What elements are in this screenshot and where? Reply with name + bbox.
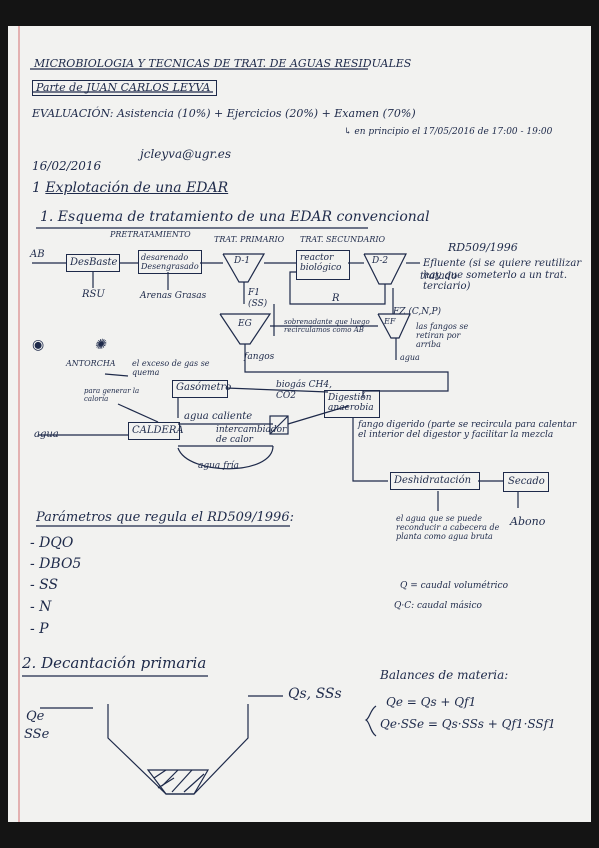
d2-label: D-2 xyxy=(372,256,389,266)
arenas-label: Arenas Grasas xyxy=(140,291,207,301)
q-note: Q = caudal volumétrico xyxy=(400,581,509,591)
section-1-number: 1 xyxy=(32,180,41,196)
generar-calor-label: para generar la caloría xyxy=(84,387,140,403)
label-trat-secundario: TRAT. SECUNDARIO xyxy=(300,235,386,244)
agua-in-label: agua xyxy=(34,429,59,440)
section-2-title: 2. Decantación primaria xyxy=(22,654,207,672)
rsu-label: RSU xyxy=(82,289,105,300)
exam-date-note: ↳ en principio el 17/05/2016 de 17:00 - … xyxy=(344,127,553,137)
qs-label: Qs, SSs xyxy=(288,686,342,702)
caldera-box xyxy=(128,422,180,440)
secado-label: Secado xyxy=(508,476,545,487)
teacher-email: jcleyva@ugr.es xyxy=(140,147,231,161)
desarenado-label: desarenado Desengrasado xyxy=(141,253,199,271)
param-2: - SS xyxy=(30,577,59,593)
label-trat-primario: TRAT. PRIMARIO xyxy=(214,235,285,244)
param-3: - N xyxy=(30,599,52,615)
caldera-label: CALDERA xyxy=(132,425,184,436)
balance-title: Balances de materia: xyxy=(380,668,509,682)
agua-small-label: agua xyxy=(400,353,420,362)
section-1-subtitle: 1. Esquema de tratamiento de una EDAR co… xyxy=(40,209,430,225)
balance-eq2: Qe·SSe = Qs·SSs + Qf1·SSf1 xyxy=(380,717,556,731)
params-title: Parámetros que regula el RD509/1996: xyxy=(36,510,294,525)
biogas-label: biogás CH4, CO2 xyxy=(276,380,332,401)
deshidratacion-box xyxy=(390,472,480,490)
diagram-lines xyxy=(22,68,519,795)
desarenado-box xyxy=(138,250,202,274)
antenna-icon: ◉ xyxy=(32,337,45,353)
course-title: MICROBIOLOGIA Y TECNICAS DE TRAT. DE AGU… xyxy=(34,57,412,70)
intercambiador-label: intercambiador de calor xyxy=(216,425,287,445)
qe-label: Qe xyxy=(26,709,45,724)
lecture-date: 16/02/2016 xyxy=(32,159,102,173)
teacher-box xyxy=(32,80,217,96)
label-rd: RD509/1996 xyxy=(448,241,518,254)
reactor-label: reactor biológico xyxy=(300,253,342,273)
sobrenadante-label: sobrenadante que luego recirculamos como… xyxy=(284,318,370,335)
sse-label: SSe xyxy=(24,727,50,742)
f1-label: F1 (SS) xyxy=(248,288,268,309)
d1-label: D-1 xyxy=(234,256,251,266)
evaluation-line: EVALUACIÓN: Asistencia (10%) + Ejercicio… xyxy=(32,107,416,120)
margin-line xyxy=(18,26,20,822)
param-1: - DBO5 xyxy=(30,556,82,572)
notebook-page: MICROBIOLOGIA Y TECNICAS DE TRAT. DE AGU… xyxy=(8,26,591,822)
section-1-heading: 1 Explotación de una EDAR xyxy=(32,181,228,195)
efluente-tratado-label: tratado xyxy=(420,271,458,282)
fangos-retiran-label: las fangos se retiran por arriba xyxy=(416,322,469,350)
reactor-box xyxy=(296,250,350,280)
param-0: - DQO xyxy=(30,535,74,551)
exceso-gas-label: el exceso de gas se quema xyxy=(132,359,210,377)
gasometro-box xyxy=(172,380,228,398)
section-1-title: Explotación de una EDAR xyxy=(45,180,229,196)
deshidratacion-label: Deshidratación xyxy=(394,475,472,486)
label-pretratamiento: PRETRATAMIENTO xyxy=(110,230,191,239)
eg-label: EG xyxy=(238,319,252,329)
gasometro-label: Gasómetro xyxy=(176,382,232,393)
fango-digerido-label: fango digerido (parte se recircula para … xyxy=(358,420,577,441)
label-ab: AB xyxy=(30,249,45,260)
desbaste-label: DesBaste xyxy=(70,257,118,268)
agua-caliente-label: agua caliente xyxy=(184,411,253,422)
abono-label: Abono xyxy=(510,515,546,528)
f2-label: FZ (C,N,P) xyxy=(393,307,442,317)
flame-icon: ✺ xyxy=(94,337,106,353)
fangos-label: fangos xyxy=(244,352,275,362)
recirculation-r-label: R xyxy=(332,293,340,304)
efluente-label: Efluente (si se quiere reutilizar hay qu… xyxy=(423,258,582,292)
qc-note: Q·C: caudal másico xyxy=(394,601,482,611)
digestion-box xyxy=(324,390,380,418)
secado-box xyxy=(503,472,549,492)
agua-fria-label: agua fría xyxy=(198,461,240,471)
digestion-label: Digestión anaerobia xyxy=(328,393,374,414)
param-4: - P xyxy=(30,621,49,637)
teacher-line: Parte de JUAN CARLOS LEYVA xyxy=(36,81,211,94)
balance-eq1: Qe = Qs + Qf1 xyxy=(386,695,477,709)
antorcha-label: ANTORCHA xyxy=(66,359,116,368)
ef-label: EF xyxy=(384,317,396,326)
desbaste-box xyxy=(66,254,120,272)
agua-retorno-label: el agua que se puede reconducir a cabece… xyxy=(396,514,500,542)
